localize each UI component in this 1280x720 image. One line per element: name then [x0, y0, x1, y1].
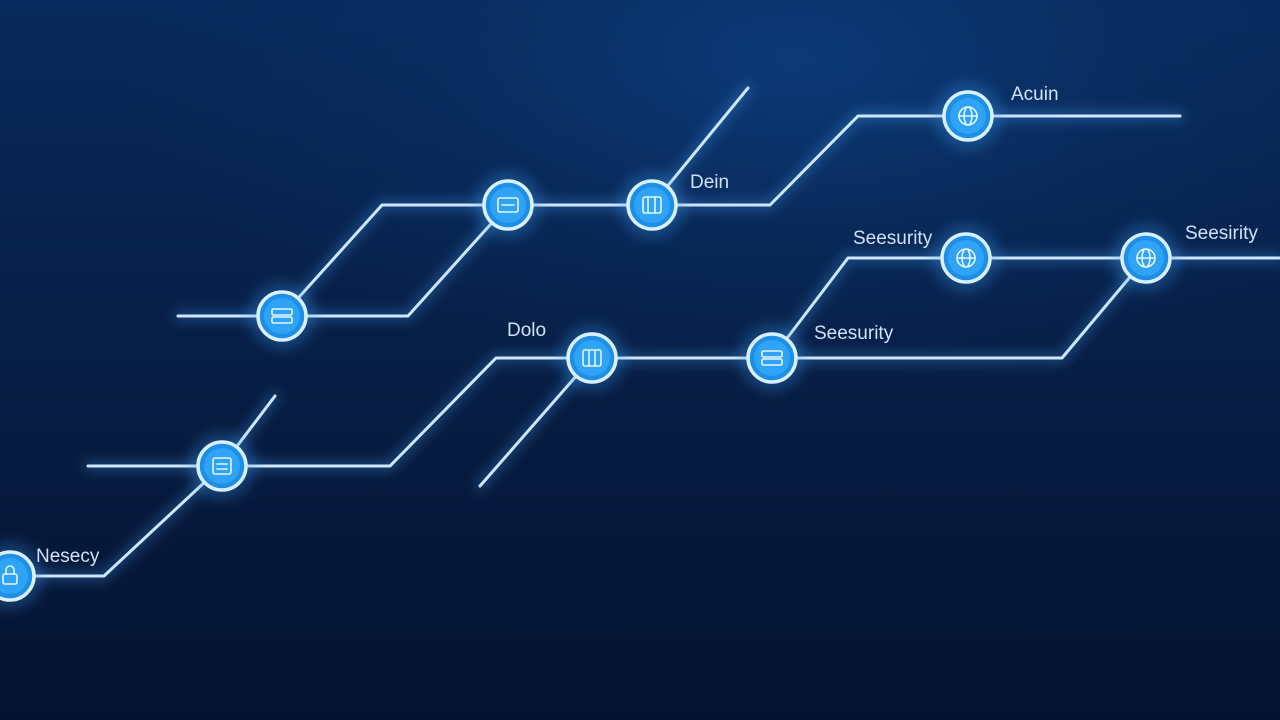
network-node[interactable] — [932, 224, 1000, 292]
network-node[interactable] — [738, 324, 806, 392]
globe-icon — [1136, 248, 1156, 268]
label-security-mid: Seesurity — [814, 323, 894, 344]
network-node[interactable] — [934, 82, 1002, 150]
network-node[interactable] — [618, 171, 686, 239]
chip-icon — [642, 196, 662, 214]
lock-icon — [2, 565, 18, 585]
connector-glow-layer — [5, 83, 1280, 581]
chip-icon — [582, 349, 602, 367]
connector-line — [176, 203, 510, 318]
connector-line — [770, 256, 1148, 360]
chip-icon — [212, 457, 232, 475]
server-icon — [761, 350, 783, 366]
globe-icon — [956, 248, 976, 268]
chip-icon — [497, 197, 519, 213]
connector-line — [280, 114, 1182, 318]
server-icon — [271, 308, 293, 324]
network-node[interactable] — [1112, 224, 1180, 292]
network-node[interactable] — [188, 432, 256, 500]
globe-icon — [958, 106, 978, 126]
label-nesecy: Nesecy — [36, 546, 100, 567]
label-acuin: Acuin — [1011, 84, 1059, 105]
network-node[interactable] — [248, 282, 316, 350]
network-node[interactable] — [474, 171, 542, 239]
label-dolo: Dolo — [507, 320, 546, 341]
label-security-top-left: Seesurity — [853, 228, 933, 249]
network-node[interactable] — [558, 324, 626, 392]
label-dein: Dein — [690, 172, 729, 193]
network-node[interactable] — [0, 542, 44, 610]
label-security-top-right: Seesirity — [1185, 223, 1258, 244]
